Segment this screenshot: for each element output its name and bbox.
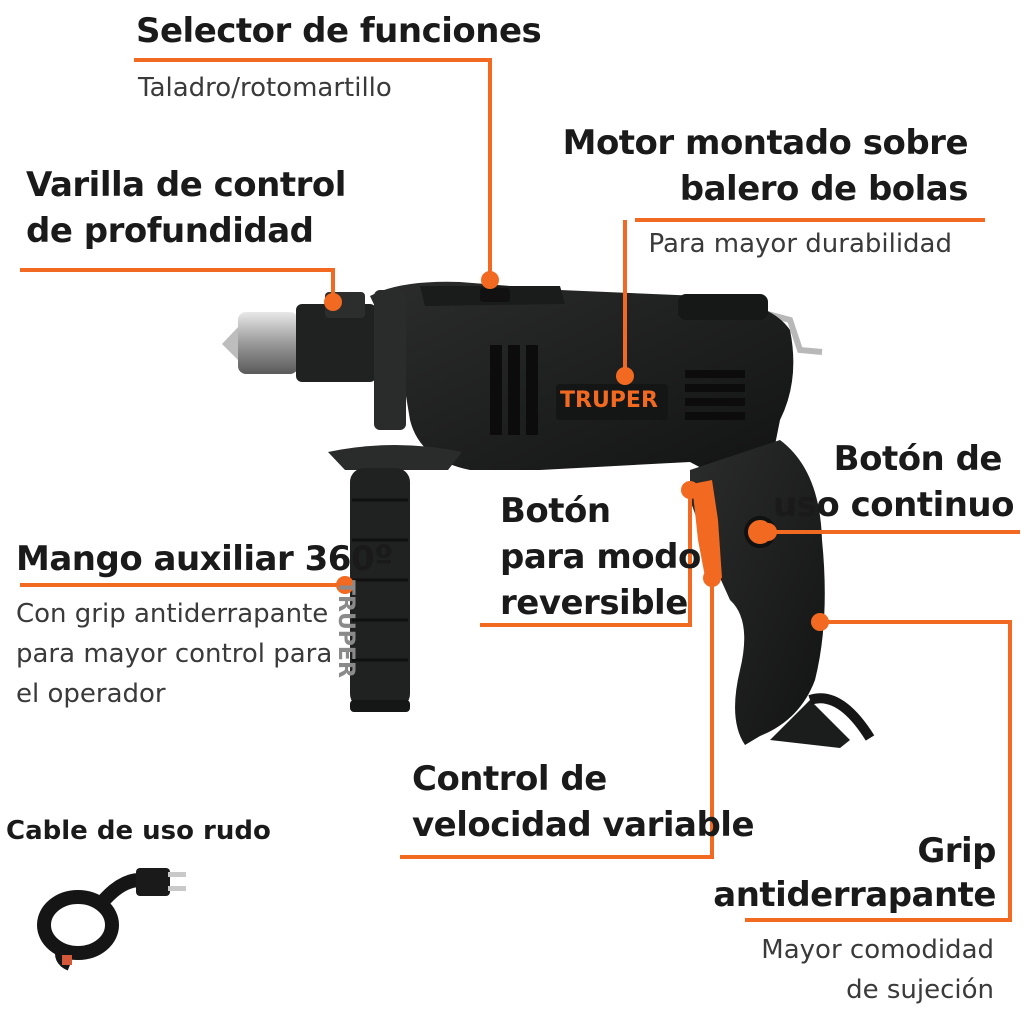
selector-subtitle: Taladro/rotomartillo <box>138 73 392 103</box>
grip-title-line1: Grip <box>917 831 996 871</box>
depth-rod-title-line1: Varilla de control <box>26 165 346 205</box>
depth-rod-title-line2: de profundidad <box>26 211 314 251</box>
selector-title: Selector de funciones <box>136 11 542 51</box>
brand-logo-body: TRUPER <box>560 388 658 413</box>
reverse-title-line2: para modo <box>500 537 701 577</box>
speed-title-line2: velocidad variable <box>412 805 755 845</box>
continuous-title-line1: Botón de <box>833 439 1003 479</box>
grip-sub-line2: de sujeción <box>846 975 994 1005</box>
cable-title: Cable de uso rudo <box>6 816 271 846</box>
continuous-title-line2: uso continuo <box>772 485 1015 525</box>
leader-lines <box>20 58 1020 922</box>
speed-title-line1: Control de <box>412 759 607 799</box>
motor-subtitle: Para mayor durabilidad <box>648 229 952 259</box>
grip-sub-line1: Mayor comodidad <box>761 935 994 965</box>
aux-handle-sub-line1: Con grip antiderrapante <box>16 599 329 629</box>
cable-coil-icon <box>37 868 186 971</box>
auxiliary-handle <box>328 290 462 712</box>
aux-handle-title: Mango auxiliar 360º <box>16 539 393 579</box>
grip-title-line2: antiderrapante <box>713 875 996 915</box>
brand-logo-handle: TRUPER <box>333 580 358 678</box>
motor-title-line2: balero de bolas <box>679 169 969 209</box>
callout-dots <box>324 271 829 631</box>
aux-handle-sub-line2: para mayor control para <box>16 639 333 669</box>
drill-body <box>370 281 794 478</box>
aux-handle-sub-line3: el operador <box>16 679 166 709</box>
motor-title-line1: Motor montado sobre <box>562 123 969 163</box>
chuck <box>222 292 376 382</box>
reverse-title-line1: Botón <box>500 491 611 531</box>
reverse-title-line3: reversible <box>500 583 688 623</box>
